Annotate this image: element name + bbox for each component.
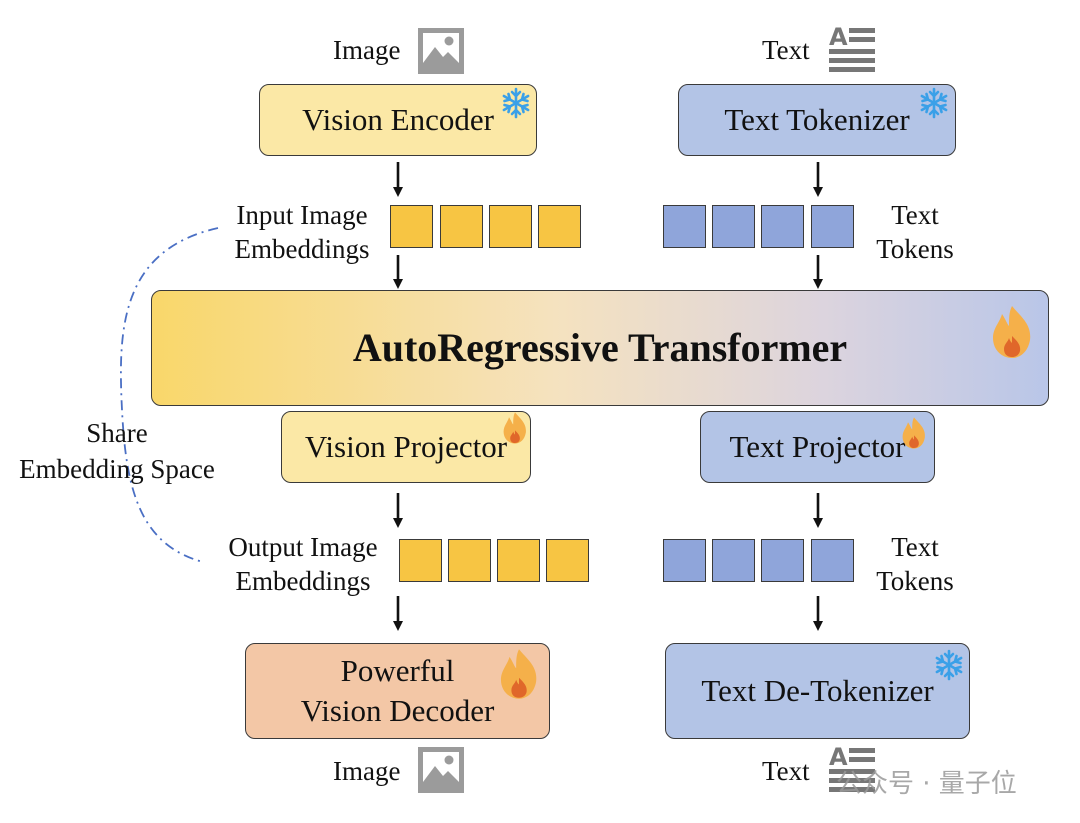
label-line: Share bbox=[86, 418, 148, 448]
transformer-label: AutoRegressive Transformer bbox=[352, 325, 848, 370]
text-input-label: Text bbox=[762, 35, 810, 65]
vision-encoder-box: Vision Encoder bbox=[259, 84, 537, 156]
share-embedding-space-label: Share Embedding Space bbox=[6, 415, 228, 487]
text-token-cell bbox=[663, 205, 706, 248]
text-projector-box: Text Projector bbox=[700, 411, 935, 483]
watermark: 公众号 · 量子位 bbox=[836, 769, 1017, 799]
output-image-embeddings-label: Output Image Embeddings bbox=[218, 530, 388, 598]
label-line: Embeddings bbox=[235, 566, 371, 596]
image-output-label: Image bbox=[333, 756, 401, 786]
text-token-cell bbox=[811, 539, 854, 582]
image-embedding-cell bbox=[497, 539, 540, 582]
image-embedding-cell bbox=[399, 539, 442, 582]
vision-projector-box: Vision Projector bbox=[281, 411, 531, 483]
vision-decoder-label-line: Vision Decoder bbox=[300, 693, 495, 728]
image-embedding-cell bbox=[390, 205, 433, 248]
label-line: Text bbox=[891, 200, 939, 230]
label-line: Embeddings bbox=[234, 234, 370, 264]
image-input-label: Image bbox=[333, 35, 401, 65]
label-line: Input Image bbox=[236, 200, 368, 230]
image-embedding-cell bbox=[546, 539, 589, 582]
input-image-embeddings-label: Input Image Embeddings bbox=[222, 198, 382, 266]
text-token-cell bbox=[712, 205, 755, 248]
label-line: Embedding Space bbox=[19, 454, 215, 484]
text-token-cell bbox=[663, 539, 706, 582]
image-icon bbox=[418, 747, 464, 793]
text-tokens-bottom-label: Text Tokens bbox=[860, 530, 970, 598]
share-embedding-dashed-curve bbox=[120, 227, 219, 563]
vision-projector-label: Vision Projector bbox=[304, 428, 508, 464]
vision-decoder-label-line: Powerful bbox=[340, 652, 455, 688]
text-tokenizer-box: Text Tokenizer bbox=[678, 84, 956, 156]
autoregressive-transformer-box: AutoRegressive Transformer bbox=[151, 290, 1049, 406]
flame-icon bbox=[902, 417, 925, 449]
flame-icon bbox=[500, 649, 537, 699]
text-token-cell bbox=[811, 205, 854, 248]
flame-icon bbox=[993, 306, 1031, 358]
text-token-cell bbox=[761, 539, 804, 582]
text-detokenizer-label: Text De-Tokenizer bbox=[701, 672, 934, 708]
image-embedding-cell bbox=[440, 205, 483, 248]
snowflake-icon bbox=[935, 649, 963, 681]
text-token-cell bbox=[761, 205, 804, 248]
vision-decoder-box: Powerful Vision Decoder bbox=[245, 643, 550, 739]
text-token-cell bbox=[712, 539, 755, 582]
image-embedding-cell bbox=[489, 205, 532, 248]
label-line: Output Image bbox=[228, 532, 378, 562]
image-embedding-cell bbox=[448, 539, 491, 582]
label-line: Text bbox=[891, 532, 939, 562]
image-embedding-cell bbox=[538, 205, 581, 248]
label-line: Tokens bbox=[876, 566, 954, 596]
vision-encoder-label: Vision Encoder bbox=[302, 101, 494, 137]
text-tokens-top-label: Text Tokens bbox=[860, 198, 970, 266]
flame-icon bbox=[503, 412, 526, 444]
text-detokenizer-box: Text De-Tokenizer bbox=[665, 643, 970, 739]
text-output-label: Text bbox=[762, 756, 810, 786]
label-line: Tokens bbox=[876, 234, 954, 264]
text-tokenizer-label: Text Tokenizer bbox=[724, 101, 910, 137]
text-projector-label: Text Projector bbox=[729, 428, 906, 464]
